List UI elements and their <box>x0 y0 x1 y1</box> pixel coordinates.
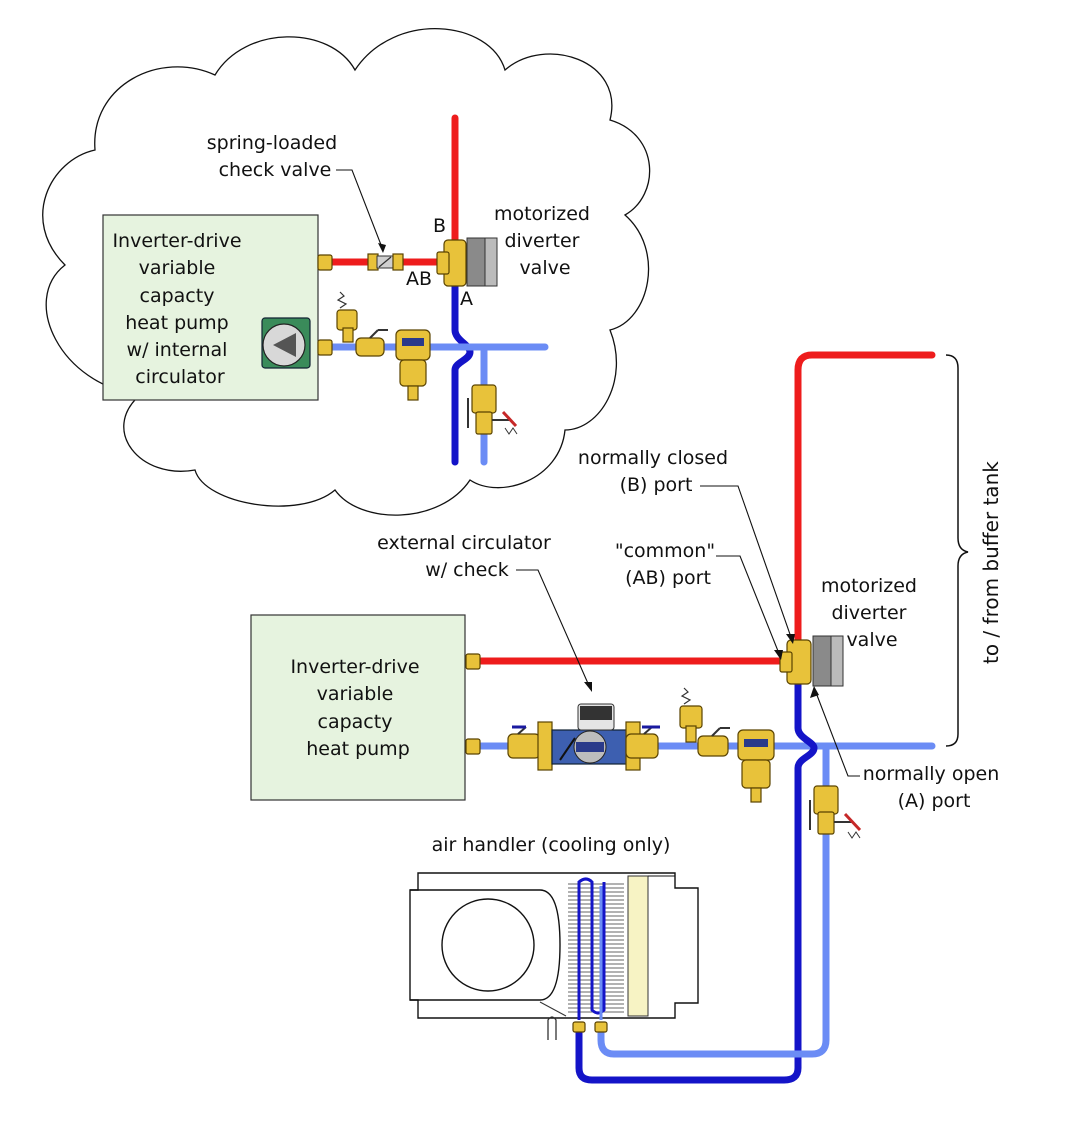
common-port-leader <box>716 555 781 657</box>
nc-port-leader <box>700 485 793 641</box>
air-handler-label: air handler (cooling only) <box>432 834 671 856</box>
main-union-fittings <box>465 653 481 755</box>
check-valve-icon <box>367 253 404 271</box>
common-port-label: "common" (AB) port <box>615 540 721 589</box>
main-relief-valve-icon <box>679 687 703 743</box>
main-ball-valve-icon <box>697 727 730 757</box>
no-port-label: normally open (A) port <box>863 763 1006 812</box>
cloud-heat-pump-label: Inverter-drive variable capacty heat pum… <box>112 230 247 388</box>
main-heat-pump-box <box>250 614 466 801</box>
external-circulator-icon <box>507 703 660 771</box>
cloud-port-a: A <box>460 288 473 310</box>
nc-port-label: normally closed (B) port <box>578 447 734 496</box>
main-piping <box>471 351 936 1084</box>
cloud-diverter-valve-icon <box>436 237 498 287</box>
no-port-leader <box>814 689 860 777</box>
circulator-label: external circulator w/ check <box>377 532 557 581</box>
main-purge-valve-icon <box>809 785 862 839</box>
cloud-air-dirt-separator-icon <box>395 329 431 401</box>
main-diverter-valve-icon <box>779 635 844 687</box>
cloud-purge-valve-icon <box>467 384 518 435</box>
cloud-port-b: B <box>433 215 446 237</box>
cooling-coil <box>566 877 626 1020</box>
main-heat-pump-label: Inverter-drive variable capacty heat pum… <box>290 656 425 760</box>
cloud-port-ab: AB <box>406 268 432 290</box>
cloud-heat-pump-box <box>102 214 319 401</box>
internal-circulator-icon <box>261 317 311 369</box>
cloud-union-fittings <box>317 254 333 356</box>
circulator-leader <box>516 569 591 689</box>
cloud-relief-valve-icon <box>336 291 358 343</box>
main-diverter-label: motorized diverter valve <box>821 575 923 651</box>
cloud-diverter-label: motorized diverter valve <box>494 203 596 279</box>
check-valve-label: spring-loaded check valve <box>207 132 343 181</box>
check-valve-leader <box>336 169 384 251</box>
air-handler-icon <box>409 872 699 1040</box>
buffer-tank-bracket <box>945 354 969 747</box>
cloud-ball-valve-icon <box>355 329 388 357</box>
buffer-tank-label: to / from buffer tank <box>979 461 1003 664</box>
main-air-dirt-separator-icon <box>737 729 775 803</box>
